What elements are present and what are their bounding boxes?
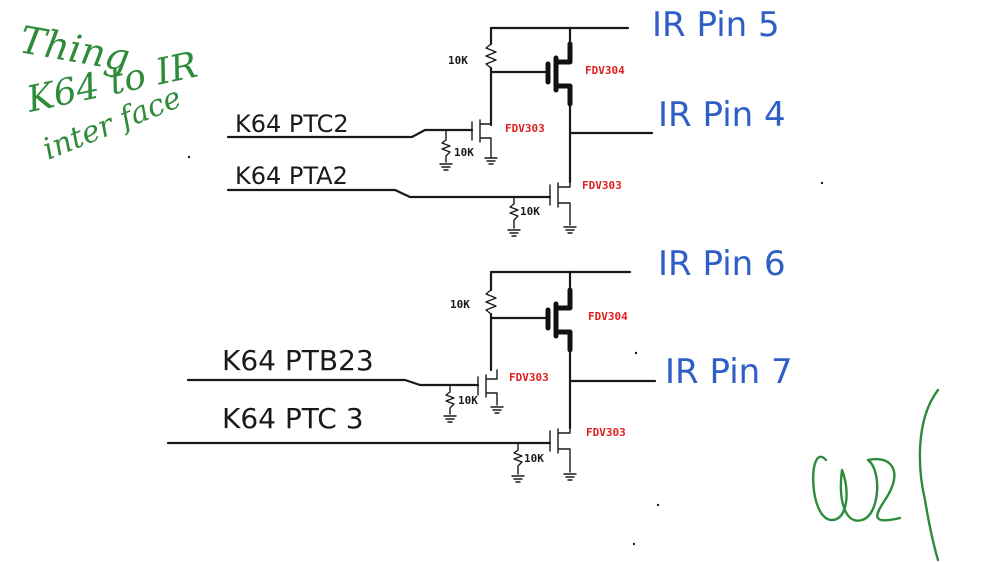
top-circuit: K64 PTC2 K64 PTA2 10K 10K 10K FDV304 FDV…	[226, 26, 654, 237]
top-gate1-value: 10K	[454, 146, 474, 159]
bottom-signal1-wire	[186, 378, 480, 387]
top-pullup-value: 10K	[448, 54, 468, 67]
top-gate2-resistor	[509, 196, 519, 229]
ir-pin6-label: IR Pin 6	[658, 244, 786, 284]
bottom-nfet2-part: FDV303	[586, 426, 626, 439]
bottom-nfet1-body	[477, 369, 498, 406]
bottom-signal1-label: K64 PTB23	[222, 344, 374, 377]
top-pfet-part: FDV304	[585, 64, 625, 77]
top-signal2-wire	[226, 188, 552, 199]
bottom-nfet2-ground	[563, 473, 577, 481]
bottom-nfet1-part: FDV303	[509, 371, 549, 384]
bottom-gate1-ground	[443, 415, 457, 423]
diagram-title: Thing K64 to IR inter face	[16, 18, 201, 168]
bottom-pullup-resistor	[485, 289, 497, 315]
top-signal1-wire	[226, 128, 474, 139]
top-gate2-ground	[507, 229, 521, 237]
top-nfet1-part: FDV303	[505, 122, 545, 135]
top-nfet1-body	[471, 119, 492, 151]
signature	[812, 388, 940, 562]
bottom-pullup-value: 10K	[450, 298, 470, 311]
bottom-circuit: K64 PTB23 K64 PTC 3 10K 10K 10K FDV304 F…	[166, 270, 657, 483]
bottom-pfet-body	[553, 287, 573, 353]
bottom-gate2-value: 10K	[524, 452, 544, 465]
ir-pin5-label: IR Pin 5	[652, 5, 780, 45]
top-gate1-resistor	[441, 129, 451, 163]
bottom-signal2-label: K64 PTC 3	[222, 402, 364, 435]
bottom-nfet1-ground	[490, 406, 504, 414]
ir-pin4-label: IR Pin 4	[658, 95, 786, 135]
top-nfet1-ground	[484, 149, 498, 165]
bottom-gate2-resistor	[513, 442, 523, 475]
top-pullup-resistor	[485, 43, 497, 69]
bottom-gate2-ground	[511, 475, 525, 483]
ir-pin-labels: IR Pin 5 IR Pin 4 IR Pin 6 IR Pin 7	[652, 5, 793, 392]
ir-pin7-label: IR Pin 7	[665, 352, 793, 392]
bottom-pfet-part: FDV304	[588, 310, 628, 323]
signature-scribble	[812, 388, 940, 562]
top-gate2-value: 10K	[520, 205, 540, 218]
top-nfet2-part: FDV303	[582, 179, 622, 192]
bottom-gate1-value: 10K	[458, 394, 478, 407]
top-nfet2-ground	[563, 226, 577, 234]
top-gate1-ground	[439, 163, 453, 171]
stray-dots	[187, 155, 824, 546]
top-pfet-body	[553, 41, 573, 107]
top-signal1-label: K64 PTC2	[235, 110, 349, 138]
bottom-nfet2-body	[549, 427, 571, 473]
bottom-gate1-resistor	[445, 384, 455, 415]
top-signal2-label: K64 PTA2	[235, 162, 348, 190]
top-nfet2-body	[549, 181, 571, 226]
